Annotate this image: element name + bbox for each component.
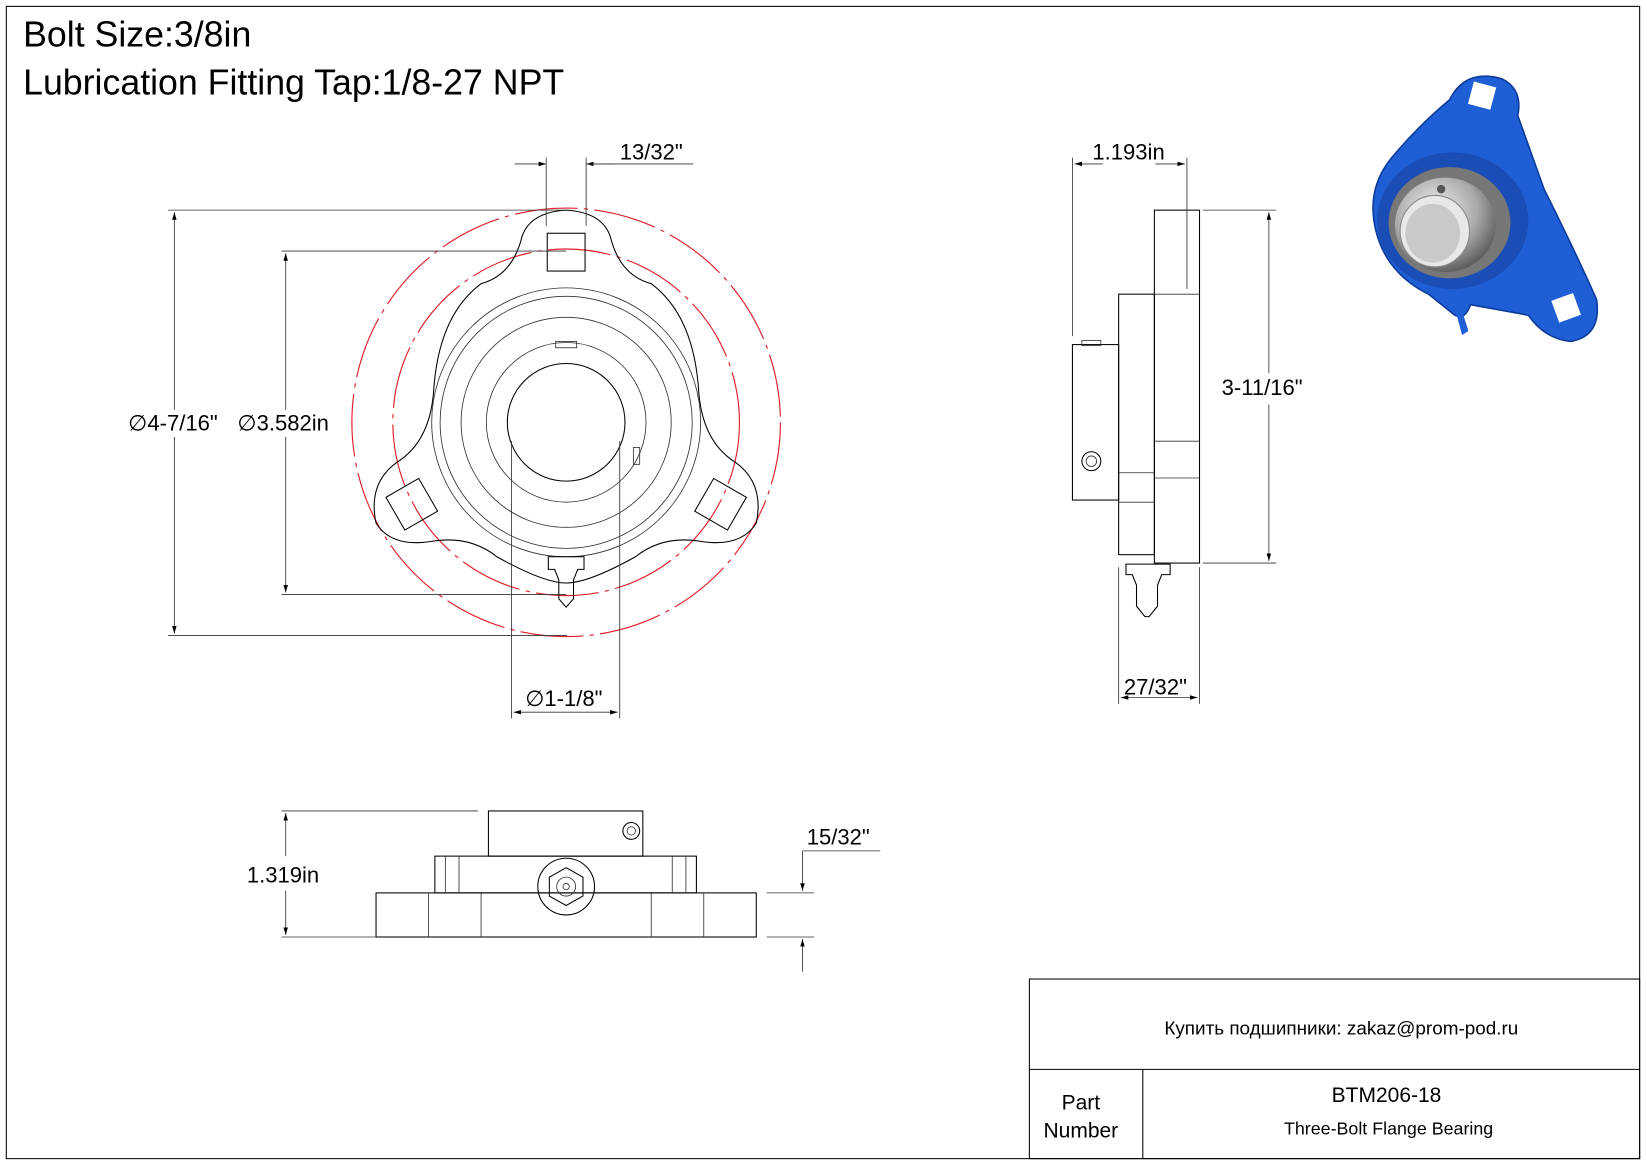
svg-text:∅1-1/8": ∅1-1/8" bbox=[525, 686, 602, 711]
part-number: BTM206-18 bbox=[1332, 1084, 1442, 1107]
bolt-slot-right bbox=[694, 477, 748, 531]
side-height-dimension: 3-11/16" bbox=[1222, 375, 1303, 400]
bolt-slot-left bbox=[385, 477, 439, 531]
part-description: Three-Bolt Flange Bearing bbox=[1284, 1118, 1493, 1138]
slot-width-dimension: 13/32" bbox=[620, 140, 683, 165]
bolt-circle-centerline bbox=[392, 248, 741, 597]
svg-text:∅4-7/16": ∅4-7/16" bbox=[128, 411, 218, 436]
bolt-slot-top bbox=[546, 232, 586, 272]
outer-circle-centerline bbox=[351, 207, 782, 638]
contact-text: Купить подшипники: zakaz@prom-pod.ru bbox=[1164, 1019, 1518, 1040]
front-view: 13/32" ∅4-7/16" ∅3.582in ∅1-1/8" bbox=[128, 140, 782, 719]
side-view: 1.193in 3-11/16" 27/32" bbox=[1071, 140, 1303, 704]
flange-thickness-dimension: 27/32" bbox=[1124, 674, 1187, 699]
bolt-size-note: Bolt Size:3/8in bbox=[23, 14, 251, 54]
diameter-symbol: ∅ bbox=[128, 411, 147, 436]
grease-fitting bbox=[547, 556, 585, 608]
bore-dimension: 1-1/8" bbox=[544, 686, 602, 711]
part-label-line1: Part bbox=[1062, 1091, 1101, 1114]
overall-height-dimension: 1.319in bbox=[247, 862, 319, 887]
bolt-circle-dimension: 3.582in bbox=[257, 411, 329, 436]
bearing-3d-render bbox=[1372, 75, 1599, 343]
sheet-border bbox=[5, 5, 1641, 1160]
outer-diameter-dimension: 4-7/16" bbox=[147, 411, 217, 436]
bottom-view: 1.319in 15/32" bbox=[247, 810, 881, 972]
part-label-line2: Number bbox=[1043, 1120, 1118, 1143]
bore-circle bbox=[506, 362, 626, 482]
side-depth-dimension: 1.193in bbox=[1092, 140, 1164, 165]
svg-text:∅3.582in: ∅3.582in bbox=[237, 411, 329, 436]
flange-height-dimension: 15/32" bbox=[807, 825, 870, 850]
lubrication-note: Lubrication Fitting Tap:1/8-27 NPT bbox=[23, 63, 564, 103]
title-block: Купить подшипники: zakaz@prom-pod.ru Par… bbox=[1028, 978, 1641, 1160]
flange-outline bbox=[373, 209, 759, 584]
